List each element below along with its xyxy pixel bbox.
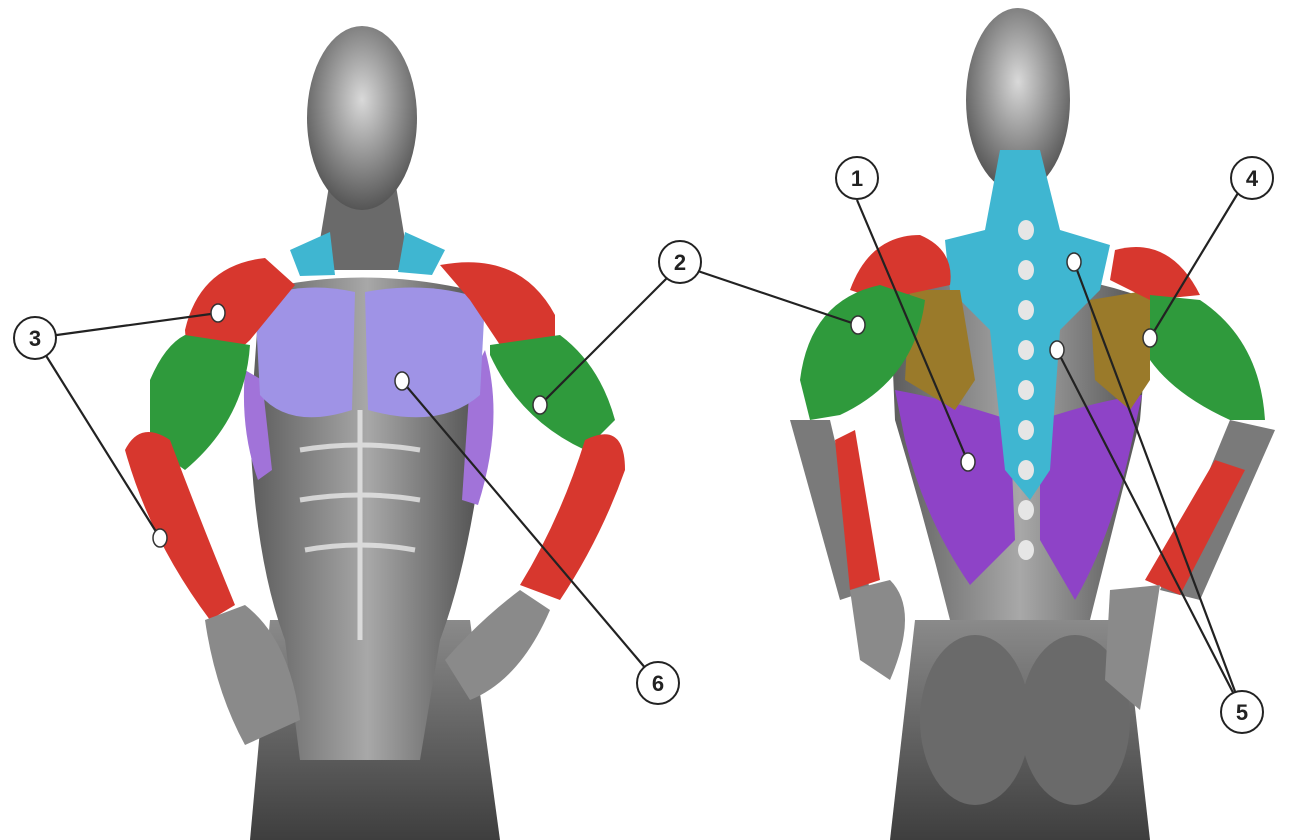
callout-label-5: 5 (1236, 700, 1248, 725)
back-hand-left (850, 580, 905, 680)
callout-label-6: 6 (652, 671, 664, 696)
marker-dot (851, 316, 865, 334)
front-trapezius-right (398, 232, 445, 275)
back-glute-left (920, 635, 1030, 805)
marker-dot (1143, 329, 1157, 347)
front-trapezius (290, 232, 335, 276)
front-forearm-right (520, 434, 625, 600)
callout-6: 6 (637, 662, 679, 704)
leader-2a (540, 265, 680, 405)
front-head (307, 26, 417, 210)
back-triceps-right (1150, 295, 1265, 420)
callout-5: 5 (1221, 691, 1263, 733)
back-figure (790, 8, 1275, 840)
callout-label-1: 1 (851, 166, 863, 191)
callout-label-2: 2 (674, 250, 686, 275)
callout-1: 1 (836, 157, 878, 199)
back-lat-left (895, 390, 1015, 585)
callout-label-3: 3 (29, 326, 41, 351)
callout-4: 4 (1231, 157, 1273, 199)
marker-dot (153, 529, 167, 547)
back-spine (1018, 220, 1034, 560)
marker-dot (1050, 341, 1064, 359)
leader-2b (680, 265, 858, 325)
marker-dot (533, 396, 547, 414)
marker-dot (961, 453, 975, 471)
callout-3: 3 (14, 317, 56, 359)
callout-2: 2 (659, 241, 701, 283)
marker-dot (211, 304, 225, 322)
marker-dot (1067, 253, 1081, 271)
front-pectoral-right (365, 288, 485, 418)
marker-dot (395, 372, 409, 390)
front-hand-right (445, 590, 550, 700)
front-figure (125, 26, 625, 840)
callout-label-4: 4 (1246, 166, 1259, 191)
